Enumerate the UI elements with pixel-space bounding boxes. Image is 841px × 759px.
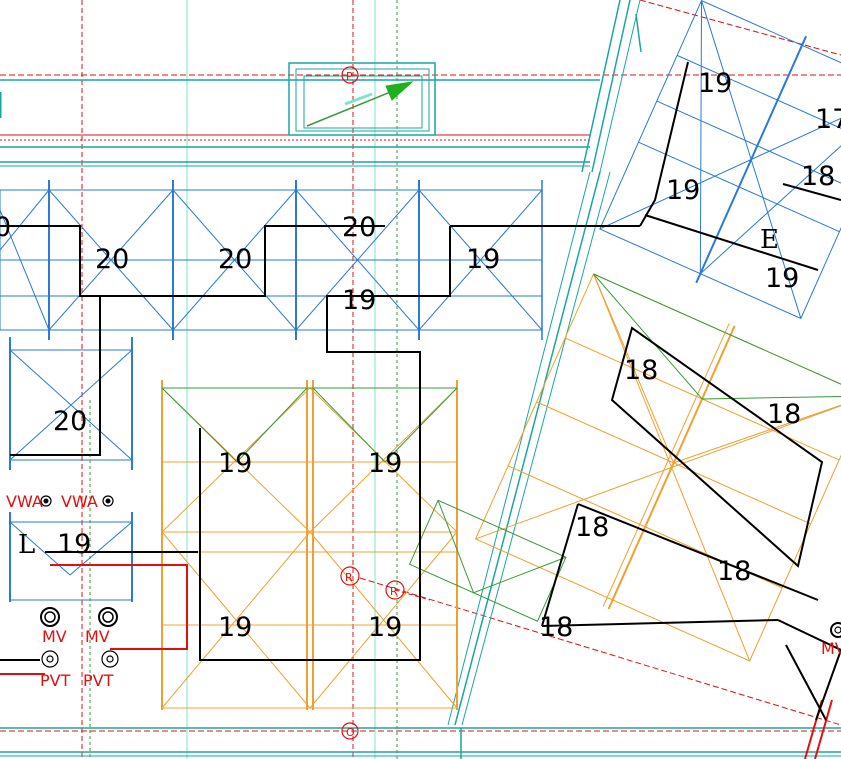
pv-block-orange-right	[474, 273, 841, 662]
zone-label: 19	[57, 529, 91, 560]
zone-label: 20	[342, 212, 376, 243]
pv-block-blue-left-bottom	[9, 512, 133, 602]
zone-label: 17	[815, 104, 841, 135]
vwa-label: VWA	[61, 492, 98, 511]
pv-block-blue-left	[9, 337, 133, 470]
zone-label-edge: 0	[0, 212, 11, 243]
mv-label: MV	[42, 627, 67, 646]
equipment-symbols	[40, 66, 841, 740]
zone-labels: 0 20 20 20 19 19 20 19 19 19 19 19 19 19…	[0, 68, 841, 643]
zone-label: 20	[218, 244, 252, 275]
zone-label: 18	[539, 612, 573, 643]
zone-label: 18	[717, 556, 751, 587]
pv-row-blue-top	[0, 180, 543, 340]
building-outline-top	[0, 79, 600, 167]
building-outline-right	[447, 0, 642, 726]
marker-p: P	[346, 70, 353, 83]
zone-label: 19	[698, 68, 732, 99]
zone-label: 19	[765, 263, 799, 294]
marker-r: R	[345, 571, 353, 584]
building-outline-bottom	[0, 699, 841, 759]
mv-label: MV	[85, 627, 110, 646]
zone-label: 18	[624, 355, 658, 386]
zone-label: 19	[368, 448, 402, 479]
pv-block-orange-center	[161, 380, 458, 710]
pv-block-blue-right	[599, 0, 841, 320]
zone-label: 18	[767, 399, 801, 430]
equipment-labels: VWA VWA MV MV MV PVT PVT P R R O	[6, 70, 841, 739]
pv-block-green-center-top	[161, 387, 458, 463]
zone-label: 19	[466, 244, 500, 275]
marker-r: R	[390, 585, 398, 598]
pvt-label: PVT	[83, 671, 114, 690]
zone-label: 19	[368, 612, 402, 643]
letter-l: L	[18, 530, 35, 560]
zone-label: 19	[218, 612, 252, 643]
zone-label: 19	[342, 285, 376, 316]
zone-label: 19	[218, 448, 252, 479]
marker-o: O	[346, 726, 355, 739]
skylight-hatch	[288, 62, 436, 136]
zone-boundaries	[0, 61, 841, 721]
mv-label: MV	[821, 639, 841, 658]
zone-label: 20	[95, 244, 129, 275]
vwa-label: VWA	[6, 492, 43, 511]
zone-label: 20	[53, 406, 87, 437]
letter-e: E	[760, 225, 779, 255]
pv-block-green-right	[408, 273, 841, 622]
zone-label: 19	[666, 175, 700, 206]
zone-label: 18	[575, 512, 609, 543]
zone-label: 18	[801, 161, 835, 192]
wiring-red	[0, 564, 188, 675]
pvt-label: PVT	[40, 671, 71, 690]
